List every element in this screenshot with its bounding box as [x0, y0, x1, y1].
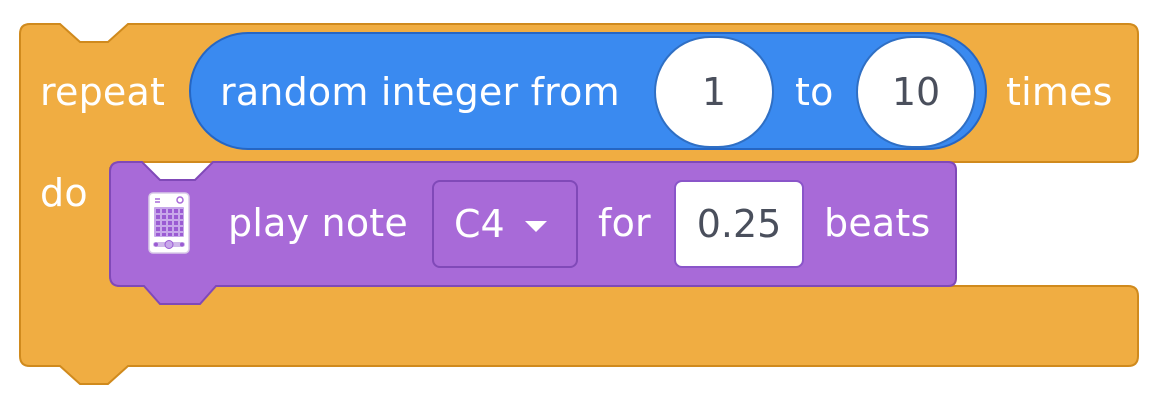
- to-label: to: [795, 70, 834, 114]
- times-label: times: [1006, 70, 1113, 114]
- note-dropdown-value: C4: [454, 202, 505, 246]
- beats-input[interactable]: 0.25: [674, 180, 804, 268]
- random-to-input[interactable]: 10: [856, 36, 976, 148]
- random-integer-label: random integer from: [220, 70, 620, 114]
- do-label: do: [40, 171, 88, 215]
- for-label: for: [598, 201, 651, 245]
- play-note-label: play note: [228, 201, 408, 245]
- beats-label: beats: [824, 201, 931, 245]
- display-board-icon: [148, 192, 190, 254]
- random-integer-block[interactable]: [189, 32, 987, 150]
- note-dropdown[interactable]: C4: [432, 180, 578, 268]
- repeat-label: repeat: [40, 70, 166, 114]
- random-from-input[interactable]: 1: [654, 36, 774, 148]
- chevron-down-icon: [524, 220, 547, 232]
